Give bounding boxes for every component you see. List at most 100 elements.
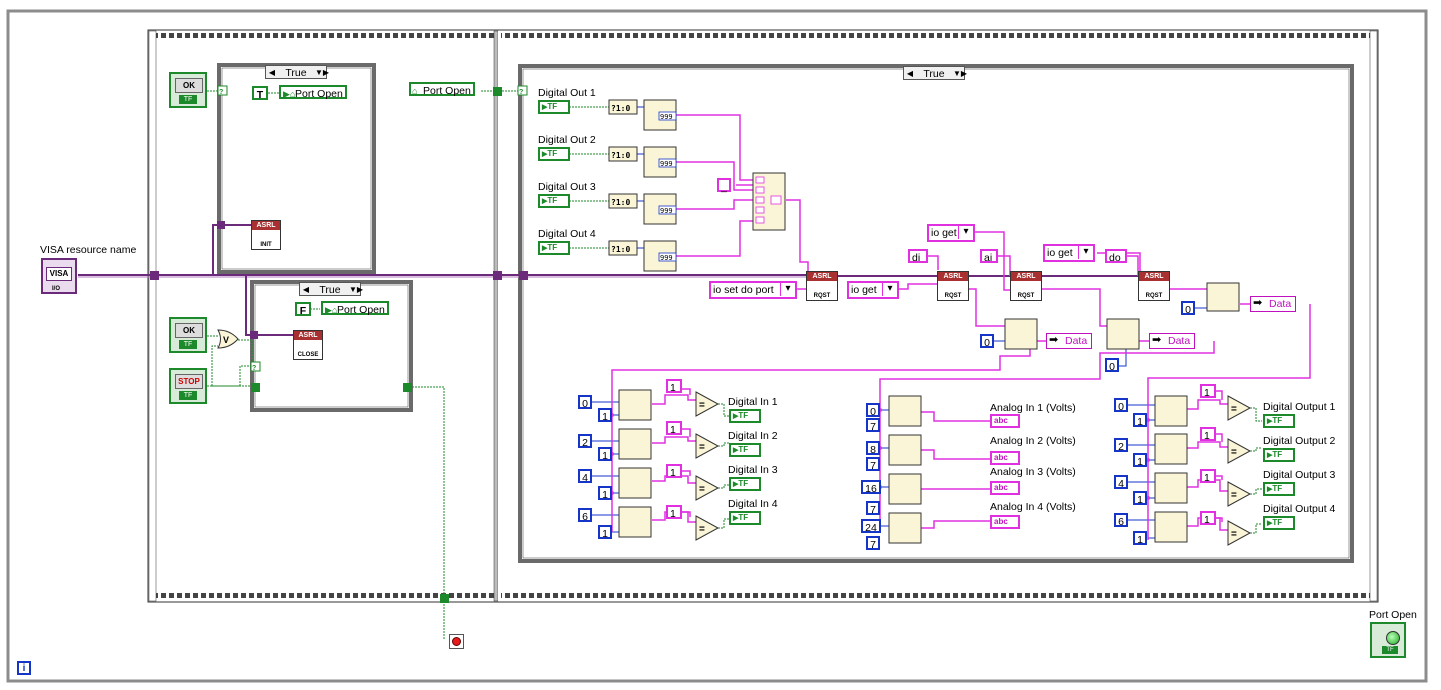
ai-length-3: 7 <box>866 501 880 516</box>
di-compare-2: 1 <box>666 421 682 436</box>
do-length-3: 1 <box>1133 491 1147 506</box>
digital-output-2-indicator: TF <box>1263 448 1295 462</box>
digital-out-3-label: Digital Out 3 <box>538 181 596 193</box>
string-subset-nodes <box>1004 282 1240 350</box>
di-compare-4: 1 <box>666 505 682 520</box>
svg-text:=: = <box>699 442 705 453</box>
do-compare-2: 1 <box>1200 427 1216 442</box>
digital-out-2-label: Digital Out 2 <box>538 134 596 146</box>
port-open-local-read: ⌂Port Open <box>409 82 475 97</box>
do-index-1: 0 <box>1114 398 1128 413</box>
zero-constant-b: 0 <box>1105 358 1119 373</box>
digital-out-4-control[interactable]: TF <box>538 241 570 255</box>
svg-text:999: 999 <box>660 207 673 215</box>
svg-text:=: = <box>1231 529 1237 540</box>
visa-resource-name-label: VISA resource name <box>40 244 137 256</box>
flat-sequence-structure <box>147 29 1379 603</box>
io-set-do-port-constant: io set do port <box>709 281 797 299</box>
analog-in-2-label: Analog In 2 (Volts) <box>990 435 1076 447</box>
digital-in-3-indicator: TF <box>729 477 761 491</box>
do-index-4: 6 <box>1114 513 1128 528</box>
digital-in-4-label: Digital In 4 <box>728 498 778 510</box>
true-constant: T <box>252 86 268 101</box>
svg-text:V: V <box>223 335 229 345</box>
ai-string-constant: ai <box>980 249 998 264</box>
svg-text:=: = <box>699 400 705 411</box>
di-index-4: 6 <box>578 508 592 523</box>
or-node: V <box>217 329 239 349</box>
false-constant: F <box>295 302 311 317</box>
ai-index-1: 0 <box>866 403 880 418</box>
io-get-constant-2: io get <box>927 224 975 242</box>
integer-wires <box>592 106 1207 539</box>
io-get-constant-1: io get <box>847 281 899 299</box>
svg-text:?: ? <box>519 89 523 96</box>
visa-resource-control[interactable]: VISA I/O <box>41 258 77 294</box>
svg-text:?: ? <box>252 365 256 372</box>
svg-text:=: = <box>699 524 705 535</box>
comparison-output-wires <box>718 403 1262 534</box>
analog-in-1-indicator: abc <box>990 414 1020 428</box>
di-compare-1: 1 <box>666 379 682 394</box>
close-case-selector[interactable]: ◀True▼▶ <box>299 282 363 296</box>
data-indicator-1: Data <box>1046 333 1092 349</box>
analog-in-3-label: Analog In 3 (Volts) <box>990 466 1076 478</box>
case-selector-terminals: ? ? ? <box>217 85 528 372</box>
svg-text:=: = <box>1231 404 1237 415</box>
main-case-selector[interactable]: ◀True▼▶ <box>903 66 967 80</box>
do-index-3: 4 <box>1114 475 1128 490</box>
digital-in-1-indicator: TF <box>729 409 761 423</box>
loop-stop-terminal-icon[interactable] <box>449 634 464 649</box>
ai-index-3: 16 <box>861 480 881 495</box>
do-string-constant: do <box>1105 249 1127 264</box>
digital-output-4-label: Digital Output 4 <box>1263 503 1336 515</box>
init-case-selector[interactable]: ◀True▼▶ <box>265 65 329 79</box>
do-compare-1: 1 <box>1200 384 1216 399</box>
di-index-3: 4 <box>578 469 592 484</box>
visa-wire <box>78 224 1138 336</box>
di-compare-3: 1 <box>666 464 682 479</box>
di-index-1: 0 <box>578 395 592 410</box>
subset-nodes <box>618 389 1188 544</box>
svg-text:?: ? <box>219 89 223 96</box>
ai-length-4: 7 <box>866 536 880 551</box>
do-compare-4: 1 <box>1200 511 1216 526</box>
digital-output-3-indicator: TF <box>1263 482 1295 496</box>
digital-output-1-indicator: TF <box>1263 414 1295 428</box>
port-open-local-write-2: ▶⌂Port Open <box>321 301 389 316</box>
zero-constant-c: 0 <box>1181 301 1195 316</box>
port-open-led-indicator: TF <box>1370 622 1406 658</box>
svg-text:=: = <box>1231 447 1237 458</box>
svg-text:999: 999 <box>660 160 673 168</box>
ai-index-4: 24 <box>861 519 881 534</box>
port-open-local-write-1: ▶⌂Port Open <box>279 85 347 100</box>
di-index-2: 2 <box>578 434 592 449</box>
analog-in-4-indicator: abc <box>990 515 1020 529</box>
do-length-1: 1 <box>1133 413 1147 428</box>
digital-out-2-control[interactable]: TF <box>538 147 570 161</box>
digital-out-4-label: Digital Out 4 <box>538 228 596 240</box>
di-string-constant: di <box>908 249 928 264</box>
digital-output-4-indicator: TF <box>1263 516 1295 530</box>
io-get-constant-3: io get <box>1043 244 1095 262</box>
digital-out-3-control[interactable]: TF <box>538 194 570 208</box>
di-length-4: 1 <box>598 525 612 540</box>
ai-length-1: 7 <box>866 418 880 433</box>
data-indicator-2: Data <box>1149 333 1195 349</box>
number-to-string-nodes: 999 999 999 999 <box>643 99 677 272</box>
data-indicator-3: Data <box>1250 296 1296 312</box>
info-icon[interactable]: i <box>17 661 31 675</box>
do-length-2: 1 <box>1133 453 1147 468</box>
digital-out-1-control[interactable]: TF <box>538 100 570 114</box>
do-length-4: 1 <box>1133 531 1147 546</box>
svg-text:=: = <box>699 484 705 495</box>
boolean-wires <box>207 90 610 640</box>
